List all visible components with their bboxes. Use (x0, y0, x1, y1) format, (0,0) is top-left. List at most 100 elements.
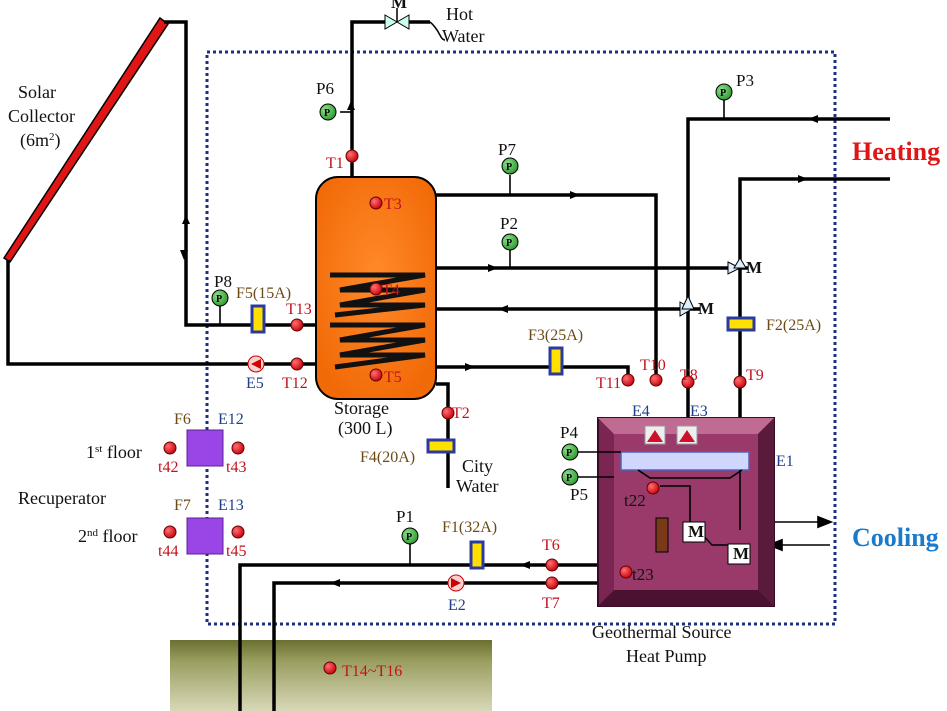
svg-text:M: M (688, 522, 704, 541)
pump-e5[interactable] (247, 355, 265, 373)
svg-text:(300 L): (300 L) (338, 418, 392, 439)
svg-text:M: M (746, 258, 762, 277)
flowmeters (250, 304, 756, 570)
svg-text:E1: E1 (776, 453, 794, 470)
svg-text:P1: P1 (396, 507, 414, 526)
gauge-p7: P (501, 157, 519, 195)
svg-text:T5: T5 (384, 369, 402, 386)
svg-text:T4: T4 (382, 282, 400, 299)
svg-text:T13: T13 (286, 301, 312, 318)
compressor-e3 (676, 425, 698, 445)
svg-text:F1(32A): F1(32A) (442, 519, 497, 536)
gauge-p8: P (211, 289, 229, 325)
gauge-p3: P (715, 83, 733, 119)
svg-text:Geothermal Source: Geothermal Source (592, 622, 731, 642)
svg-text:F2(25A): F2(25A) (766, 317, 821, 334)
recuperator-2nd-floor (186, 517, 224, 555)
cooling-label: Cooling (852, 523, 939, 552)
temperature-sensors (163, 149, 747, 675)
svg-text:t42: t42 (158, 459, 178, 476)
svg-text:F6: F6 (174, 411, 191, 428)
svg-text:t44: t44 (158, 543, 178, 560)
svg-text:P: P (406, 532, 412, 543)
svg-text:M: M (391, 0, 407, 12)
svg-text:Storage: Storage (334, 398, 389, 418)
svg-text:t45: t45 (226, 543, 246, 560)
svg-text:M: M (733, 544, 749, 563)
svg-text:Recuperator: Recuperator (18, 488, 106, 508)
svg-text:F4(20A): F4(20A) (360, 449, 415, 466)
svg-text:(6m2): (6m2) (20, 130, 61, 151)
svg-text:T9: T9 (746, 367, 764, 384)
svg-text:City: City (462, 456, 493, 476)
gauge-p6: P (319, 103, 352, 121)
svg-text:T14~T16: T14~T16 (342, 663, 402, 680)
svg-text:Water: Water (442, 26, 485, 46)
svg-text:T1: T1 (326, 155, 344, 172)
svg-text:P5: P5 (570, 485, 588, 504)
svg-text:T2: T2 (452, 405, 470, 422)
svg-text:P2: P2 (500, 214, 518, 233)
svg-text:Solar: Solar (18, 82, 56, 102)
svg-text:E4: E4 (632, 403, 650, 420)
svg-text:M: M (698, 299, 714, 318)
gauge-p1: P (401, 527, 419, 565)
pump-e2[interactable] (447, 574, 465, 592)
svg-text:P3: P3 (736, 71, 754, 90)
gauge-p2: P (501, 233, 519, 268)
svg-text:T11: T11 (596, 375, 621, 392)
component-labels: Solar Collector (6m2) Hot Water Heating … (8, 4, 940, 680)
svg-text:t43: t43 (226, 459, 246, 476)
svg-text:1st floor: 1st floor (86, 442, 142, 462)
svg-text:T6: T6 (542, 537, 560, 554)
valve-cooling-1[interactable]: M (682, 521, 706, 543)
recuperator-1st-floor (186, 429, 224, 467)
svg-text:P: P (720, 88, 726, 99)
svg-text:P: P (506, 238, 512, 249)
system-boundary (205, 50, 837, 626)
svg-text:P: P (506, 162, 512, 173)
svg-text:E12: E12 (218, 411, 244, 428)
svg-text:Collector: Collector (8, 106, 75, 126)
svg-text:E2: E2 (448, 597, 466, 614)
svg-text:P: P (566, 473, 572, 484)
gauge-p5: P (561, 468, 614, 486)
svg-text:F7: F7 (174, 497, 191, 514)
ground-layer (170, 640, 492, 711)
valve-heating-lower[interactable]: M (679, 294, 714, 318)
svg-text:P: P (566, 448, 572, 459)
svg-text:P8: P8 (214, 272, 232, 291)
svg-text:Water: Water (456, 476, 499, 496)
compressor-e4 (644, 425, 666, 445)
valve-hot-water[interactable]: M (384, 0, 410, 30)
svg-text:F5(15A): F5(15A) (236, 285, 291, 302)
valve-heating-upper[interactable]: M (727, 257, 762, 277)
svg-text:E13: E13 (218, 497, 244, 514)
svg-text:T10: T10 (640, 357, 666, 374)
svg-text:T3: T3 (384, 196, 402, 213)
svg-text:2nd floor: 2nd floor (78, 526, 138, 546)
svg-text:P6: P6 (316, 79, 334, 98)
svg-text:T12: T12 (282, 375, 308, 392)
svg-text:P: P (216, 294, 222, 305)
svg-text:Heat Pump: Heat Pump (626, 646, 707, 666)
svg-text:E5: E5 (246, 375, 264, 392)
svg-text:T7: T7 (542, 595, 560, 612)
pressure-gauges: P P P P P P P P (211, 83, 733, 565)
svg-text:t22: t22 (624, 491, 646, 510)
hot-water-outlet-curve (429, 21, 446, 41)
svg-text:E3: E3 (690, 403, 708, 420)
svg-text:T8: T8 (680, 367, 698, 384)
id-labels: P6 P7 P2 P3 P8 P4 P5 P1 T1 T2 T3 T4 T5 T… (158, 71, 821, 614)
svg-text:P: P (324, 108, 330, 119)
flow-arrows (180, 101, 818, 587)
svg-text:F3(25A): F3(25A) (528, 327, 583, 344)
valve-cooling-2[interactable]: M (727, 543, 751, 565)
svg-text:t23: t23 (632, 565, 654, 584)
svg-text:Hot: Hot (446, 4, 473, 24)
svg-text:P4: P4 (560, 423, 578, 442)
gauge-p4: P (561, 443, 621, 461)
svg-text:P7: P7 (498, 140, 516, 159)
heating-label: Heating (852, 137, 940, 166)
